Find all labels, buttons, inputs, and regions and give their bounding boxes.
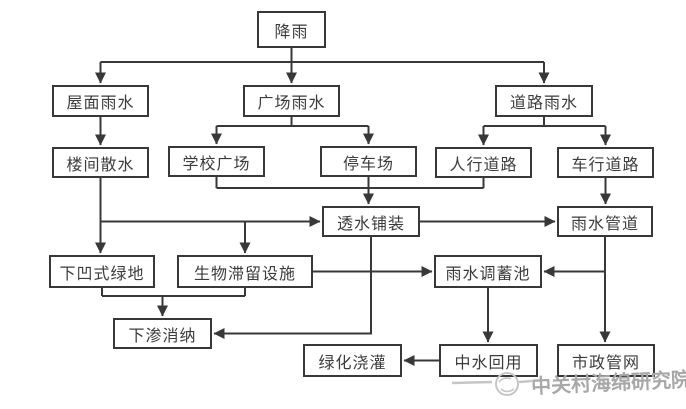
node-rainwater-pipe: 雨水管道 — [557, 206, 653, 237]
node-vehicle-road: 车行道路 — [557, 147, 654, 178]
edge-road-split — [483, 117, 606, 127]
node-road-rainwater: 道路雨水 — [495, 85, 593, 117]
sponge-institute-logo-icon — [451, 372, 533, 396]
node-sunken-green-space: 下凹式绿地 — [49, 255, 155, 288]
node-school-plaza: 学校广场 — [168, 146, 265, 177]
node-bioretention-facility: 生物滞留设施 — [177, 255, 313, 288]
node-permeable-paving: 透水铺装 — [322, 206, 420, 237]
node-infiltration-absorption: 下渗消纳 — [113, 318, 212, 349]
edge-permeable-infiltration — [213, 237, 372, 339]
node-plaza-rainwater: 广场雨水 — [243, 85, 340, 117]
edge-pipe-tank — [543, 237, 606, 277]
node-pedestrian-road: 人行道路 — [435, 147, 532, 178]
node-reclaimed-water-reuse: 中水回用 — [439, 344, 538, 377]
edge-rainfall-bus — [100, 48, 544, 63]
edge-merge-bus — [101, 288, 246, 297]
edge-plaza-split — [216, 117, 369, 127]
node-rainwater-storage-tank: 雨水调蓄池 — [434, 255, 542, 288]
node-rainfall: 降雨 — [257, 11, 326, 48]
node-municipal-pipe-network: 市政管网 — [557, 344, 655, 377]
node-greening-irrigation: 绿化浇灌 — [303, 344, 402, 377]
node-roof-rainwater: 屋面雨水 — [52, 85, 149, 117]
edge-permeable-bus — [215, 177, 485, 189]
node-parking-lot: 停车场 — [320, 146, 417, 177]
node-building-perimeter-drain: 楼间散水 — [52, 147, 149, 178]
